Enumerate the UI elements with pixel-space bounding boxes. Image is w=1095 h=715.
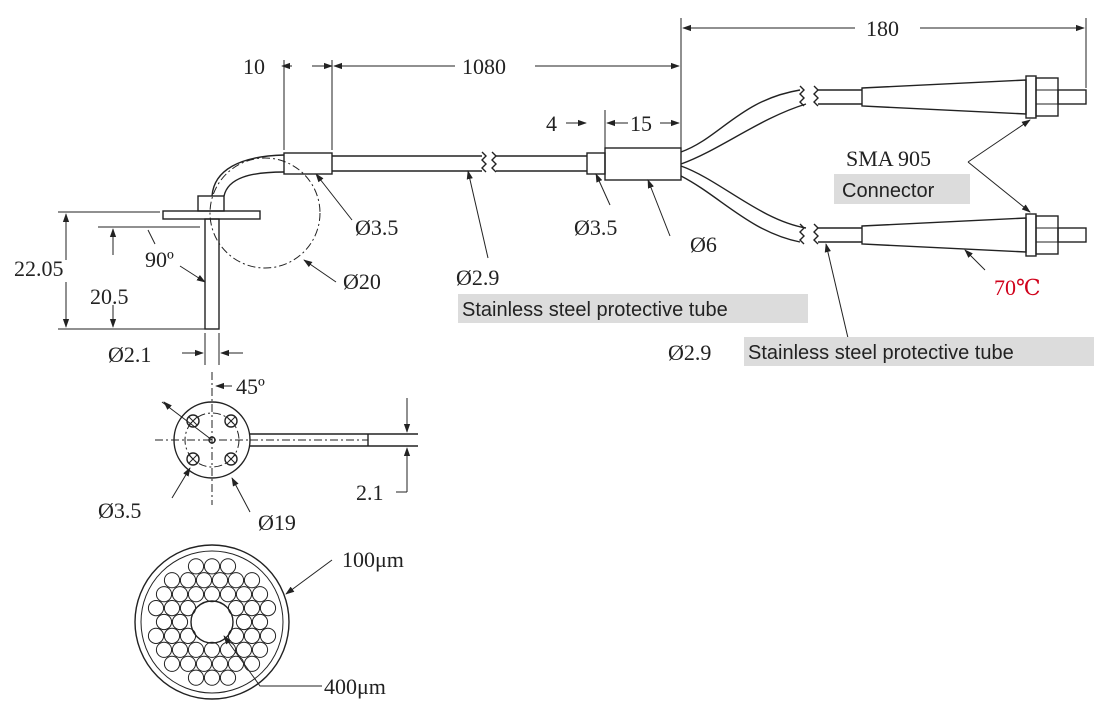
fiber-strand <box>155 586 173 603</box>
fiber-strand <box>203 641 221 658</box>
fiber-strand <box>155 613 173 631</box>
angle-90: 90º <box>145 247 174 272</box>
sma-connector-upper <box>861 75 1087 119</box>
dim-20-5: 20.5 <box>90 284 129 309</box>
fiber-strand <box>211 655 229 672</box>
fiber-strand <box>187 586 205 603</box>
flange-front-view <box>155 372 418 513</box>
fiber-strand <box>235 586 253 603</box>
dim-22-05: 22.05 <box>14 256 64 281</box>
dim-dia-3-5-sleeve: Ø3.5 <box>355 215 398 240</box>
fiber-strand <box>211 572 229 589</box>
fiber-strand <box>219 669 237 686</box>
fiber-size-100: 100μm <box>342 547 404 572</box>
fiber-strand <box>171 586 189 603</box>
dim-dia-3-5-small: Ø3.5 <box>574 215 617 240</box>
probe-head-side-view <box>162 152 333 330</box>
tube-label-b: Stainless steel protective tube <box>748 342 1014 364</box>
connector-word: Connector <box>842 180 935 202</box>
height-dimensions <box>58 211 243 365</box>
dim-dia-3-5-hole: Ø3.5 <box>98 498 141 523</box>
fiber-strand <box>243 600 261 617</box>
fiber-strand <box>219 558 237 575</box>
connector-name: SMA 905 <box>846 146 931 171</box>
fiber-strand <box>203 586 221 603</box>
dim-dia-2-9-main: Ø2.9 <box>456 265 499 290</box>
tube-label-bg-b <box>744 337 1094 366</box>
fiber-strand <box>219 586 237 603</box>
fiber-strand <box>203 558 221 575</box>
fiber-strand <box>187 558 205 575</box>
fiber-strand <box>235 613 253 631</box>
mounting-holes <box>186 414 238 466</box>
fiber-strand <box>243 572 261 589</box>
fiber-strand <box>163 627 181 645</box>
fiber-strand <box>187 669 205 686</box>
fiber-strand <box>251 641 269 658</box>
fiber-strand <box>163 572 181 589</box>
fiber-strand <box>187 641 205 658</box>
fiber-strand <box>259 627 277 645</box>
temperature-rating: 70℃ <box>994 275 1041 300</box>
fiber-strand <box>227 572 245 589</box>
dim-dia-19: Ø19 <box>258 510 296 535</box>
connector-label-bg <box>834 174 970 204</box>
angle-45: 45º <box>236 374 265 399</box>
fiber-strand <box>243 655 261 672</box>
dim-dia-2-9-leg: Ø2.9 <box>668 340 711 365</box>
fiber-strand <box>147 600 165 617</box>
fiber-strands <box>147 558 277 686</box>
dim-15: 15 <box>630 111 652 136</box>
fiber-strand <box>179 572 197 589</box>
main-cable <box>332 147 682 181</box>
fiber-strand <box>243 627 261 645</box>
bifurcated-legs <box>680 85 862 245</box>
fiber-strand <box>203 669 221 686</box>
dim-dia-20-bend: Ø20 <box>343 269 381 294</box>
tube-label-bg-a <box>458 294 808 323</box>
fiber-strand <box>195 572 213 589</box>
fiber-strand <box>163 655 181 672</box>
dim-180: 180 <box>866 16 899 41</box>
fiber-size-400: 400μm <box>324 674 386 699</box>
dim-dia-2-1: Ø2.1 <box>108 342 151 367</box>
top-dimensions <box>281 18 1087 160</box>
fiber-strand <box>227 655 245 672</box>
fiber-strand <box>259 600 277 617</box>
dim-1080: 1080 <box>462 54 506 79</box>
fiber-strand <box>251 586 269 603</box>
fiber-bundle-cross-section <box>134 544 333 700</box>
fiber-strand <box>195 655 213 672</box>
leaders <box>303 119 1031 339</box>
fiber-strand <box>235 641 253 658</box>
fiber-strand <box>171 613 189 631</box>
dim-4: 4 <box>546 111 557 136</box>
sma-connector-lower <box>861 213 1087 257</box>
dim-2-1-width: 2.1 <box>356 480 384 505</box>
fiber-strand <box>163 600 181 617</box>
dim-dia-6: Ø6 <box>690 232 717 257</box>
fiber-strand <box>251 613 269 631</box>
tube-label-a: Stainless steel protective tube <box>462 299 728 321</box>
dim-10: 10 <box>243 54 265 79</box>
fiber-strand <box>179 655 197 672</box>
fiber-strand <box>147 627 165 645</box>
fiber-strand <box>171 641 189 658</box>
fiber-strand <box>155 641 173 658</box>
